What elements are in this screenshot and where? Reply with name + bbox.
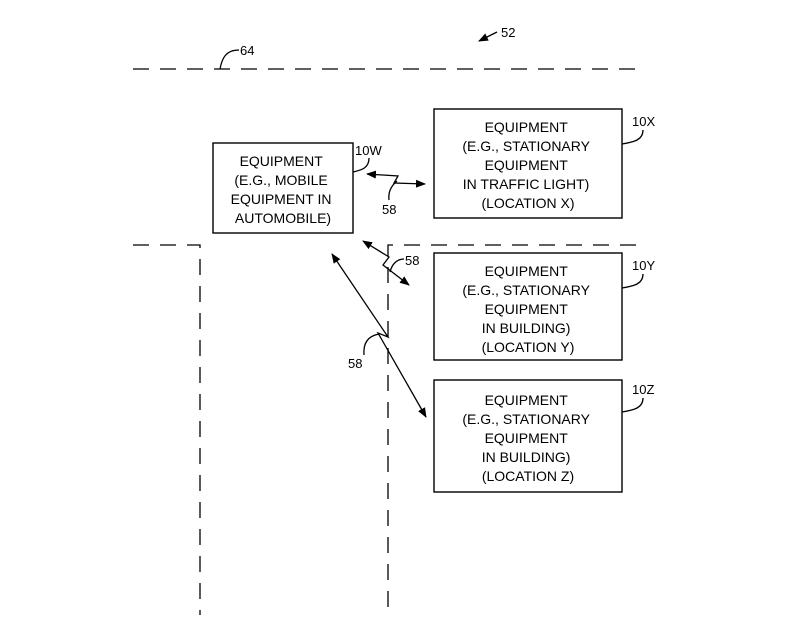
ref-label-10x: 10X <box>632 114 655 129</box>
svg-text:EQUIPMENT (E.G., STATION: EQUIPMENT (E.G., STATIONARY EQUIPMENT IN… <box>462 392 593 484</box>
ref-label-10w: 10W <box>355 143 382 158</box>
leader-64 <box>219 49 240 70</box>
ref-label-10z: 10Z <box>632 382 654 397</box>
ref-label-64: 64 <box>240 43 254 58</box>
equipment-box-10x: EQUIPMENT (E.G., STATIONARY EQUIPMENT IN… <box>433 108 655 219</box>
ref-label-52: 52 <box>501 25 515 40</box>
svg-text:EQUIPMENT (E.G., STATION: EQUIPMENT (E.G., STATIONARY EQUIPMENT IN… <box>462 119 593 211</box>
ref-label-58-a: 58 <box>382 202 396 217</box>
equipment-box-10z: EQUIPMENT (E.G., STATIONARY EQUIPMENT IN… <box>433 379 654 493</box>
ref-arrow-52 <box>478 31 498 42</box>
ref-label-10y: 10Y <box>632 258 655 273</box>
wireless-link-w-y: 58 <box>362 240 419 286</box>
ref-label-58-c: 58 <box>348 356 362 371</box>
ref-label-58-b: 58 <box>405 253 419 268</box>
equipment-box-10y: EQUIPMENT (E.G., STATIONARY EQUIPMENT IN… <box>433 252 655 361</box>
equipment-box-10w: EQUIPMENT (E.G., MOBILE EQUIPMENT IN AUT… <box>212 142 382 234</box>
building-boundary-left <box>133 244 201 615</box>
wireless-link-w-z: 58 <box>331 253 427 418</box>
svg-text:EQUIPMENT (E.G., STATION: EQUIPMENT (E.G., STATIONARY EQUIPMENT IN… <box>462 263 593 355</box>
system-ref-52: 52 <box>478 25 515 42</box>
svg-text:EQUIPMENT (E.G., MOBILE: EQUIPMENT (E.G., MOBILE EQUIPMENT IN AUT… <box>231 153 336 226</box>
wireless-link-w-x: 58 <box>366 170 426 217</box>
